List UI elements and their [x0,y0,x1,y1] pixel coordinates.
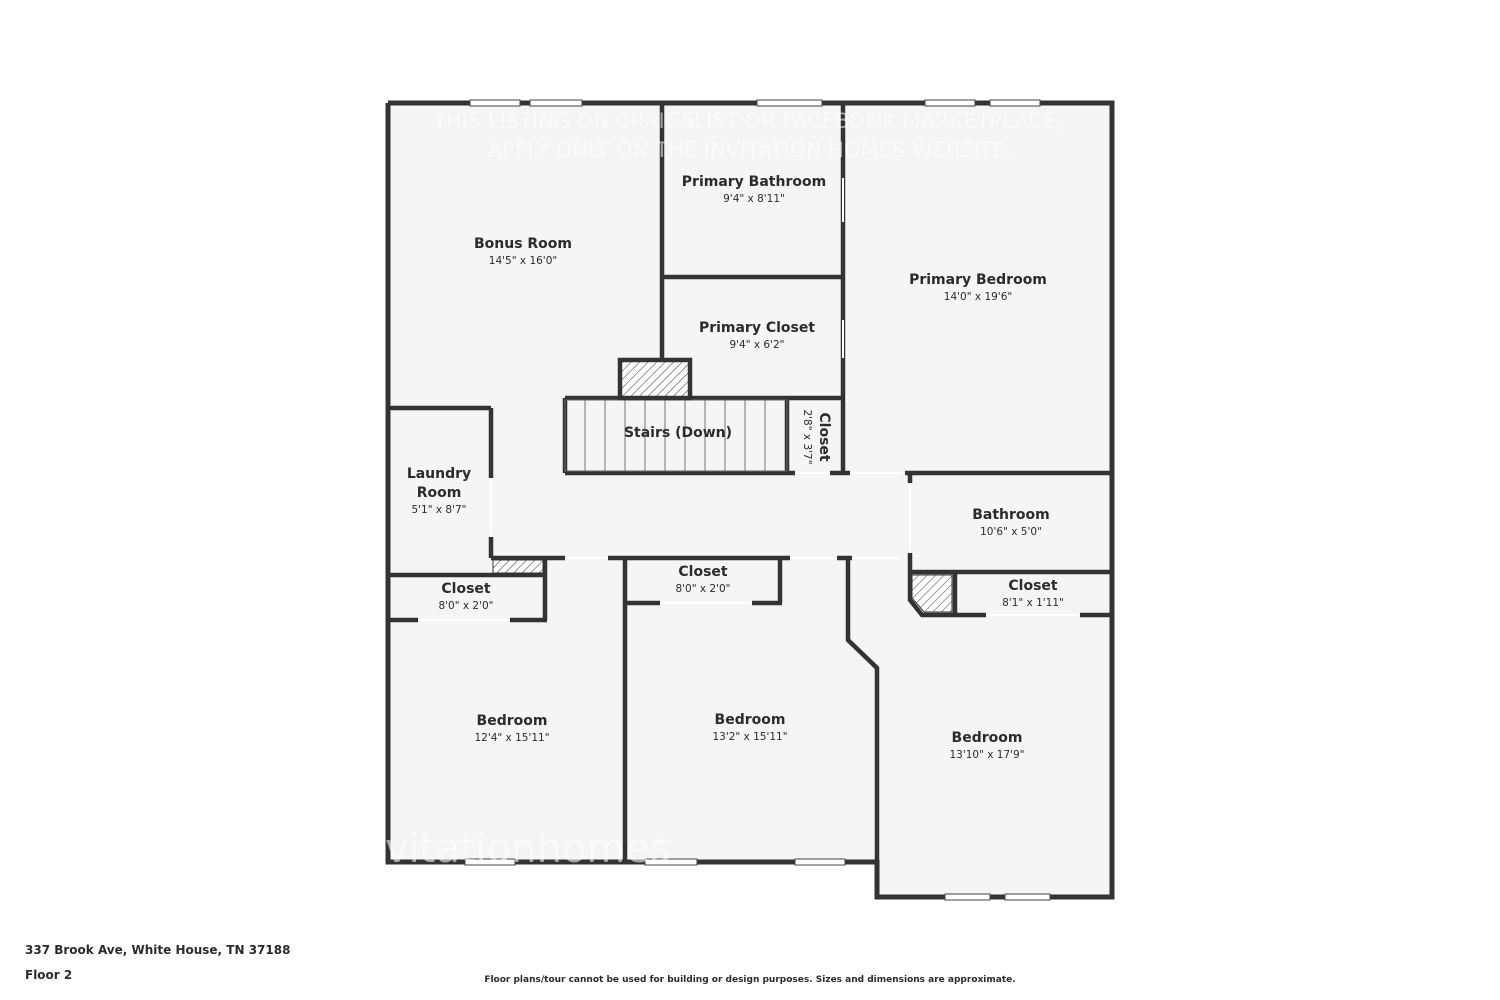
disclaimer-text: Floor plans/tour cannot be used for buil… [484,975,1016,985]
primary-bathroom-dims: 9'4" x 8'11" [723,193,785,205]
small-closet-label: Closet [816,412,832,462]
bedroom-left-label: Bedroom [477,713,548,729]
bathroom-dims: 10'6" x 5'0" [980,526,1042,538]
laundry-room-label-line2: Room [417,485,462,501]
primary-bathroom-label: Primary Bathroom [682,174,826,190]
closet-right-dims: 8'1" x 1'11" [1002,597,1064,609]
bedroom-middle-label: Bedroom [715,712,786,728]
bedroom-left-dims: 12'4" x 15'11" [474,732,549,744]
bedroom-middle-dims: 13'2" x 15'11" [712,731,787,743]
closet-left-dims: 8'0" x 2'0" [438,600,493,612]
small-closet-dims: 2'8" x 3'7" [801,409,813,464]
primary-bedroom-dims: 14'0" x 19'6" [944,291,1012,303]
interior-walls [388,103,1112,862]
primary-closet-dims: 9'4" x 6'2" [729,339,784,351]
bonus-room-label: Bonus Room [474,236,572,252]
hatched-chase-laundry [492,559,544,574]
primary-bedroom-label: Primary Bedroom [909,272,1047,288]
closet-left-label: Closet [441,581,491,597]
closet-middle-label: Closet [678,564,728,580]
floor-area [388,103,1112,897]
closet-middle-dims: 8'0" x 2'0" [675,583,730,595]
stairs-treads [584,400,766,471]
stairs-label: Stairs (Down) [624,425,732,441]
closet-right-label: Closet [1008,578,1058,594]
bonus-room-dims: 14'5" x 16'0" [489,255,557,267]
floor-label: Floor 2 [25,968,73,982]
bedroom-right-label: Bedroom [952,730,1023,746]
hatched-chase-top [617,357,693,401]
property-address: 337 Brook Ave, White House, TN 37188 [25,943,291,957]
watermark-brand: vitationhomes [385,826,671,872]
watermark-line1: THIS LISTING ON CRAIGSLIST OR FACEBOOK M… [432,109,1063,133]
hatched-chase-right [911,574,953,613]
bathroom-label: Bathroom [972,507,1050,523]
primary-closet-label: Primary Closet [699,320,815,336]
windows [464,99,1051,901]
exterior-walls [385,100,1115,900]
laundry-room-label-line1: Laundry [407,466,471,482]
watermark-line2: APPLY ONLY ON THE INVITATION HOMES WEBSI… [488,138,1013,162]
laundry-room-dims: 5'1" x 8'7" [411,504,466,516]
door-openings [420,178,1078,621]
bedroom-right-dims: 13'10" x 17'9" [949,749,1024,761]
